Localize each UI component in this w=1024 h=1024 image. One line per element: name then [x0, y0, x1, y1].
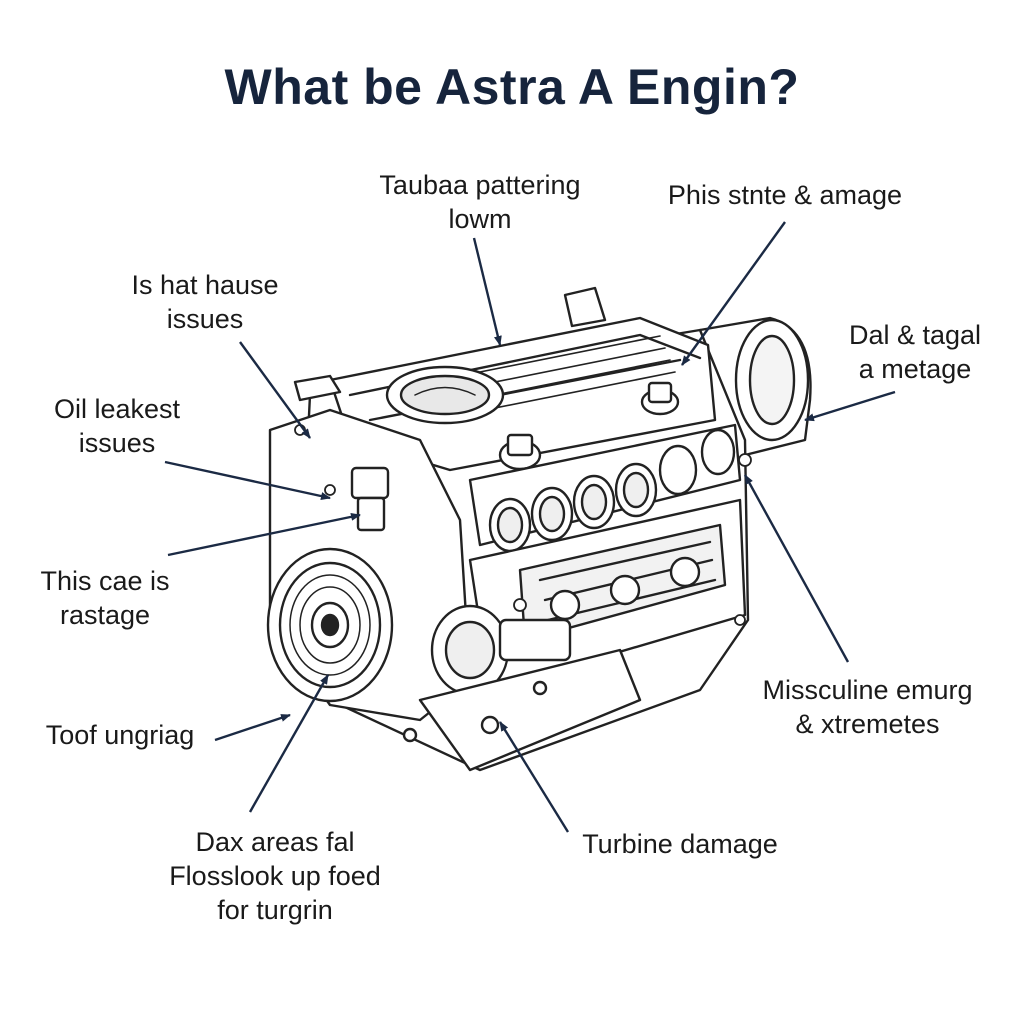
- arrow-left-upper: [239, 341, 311, 439]
- engine-illustration: [266, 286, 812, 772]
- spark-towers: [498, 381, 680, 471]
- label-right-lower: Missculine emurg & xtremetes: [725, 673, 1010, 741]
- label-line: issues: [166, 304, 244, 334]
- label-line: Dal & tagal: [848, 320, 982, 350]
- label-left-lower: Toof ungriag: [20, 718, 220, 752]
- label-bottom-right: Turbine damage: [555, 827, 805, 861]
- arrow-oil-leak: [164, 460, 331, 500]
- label-top-center: Taubaa pattering lowm: [330, 168, 630, 236]
- label-line: for turgrin: [217, 895, 333, 925]
- top-bracket-left: [293, 374, 342, 402]
- label-line: a metage: [858, 354, 972, 384]
- arrow-left-middle: [167, 512, 361, 557]
- oil-pan: [418, 648, 642, 772]
- arrow-right-upper: [804, 390, 896, 422]
- label-top-right: Phis stnte & amage: [640, 178, 930, 212]
- label-line: lowm: [448, 204, 512, 234]
- label-line: Phis stnte & amage: [667, 180, 903, 210]
- label-bottom-left: Dax areas fal Flosslook up foed for turg…: [140, 825, 410, 927]
- label-line: & xtremetes: [795, 709, 940, 739]
- arrow-bottom-left: [248, 674, 330, 813]
- arrow-top-center: [472, 237, 502, 346]
- label-line: Is hat hause: [131, 270, 279, 300]
- arrow-top-right: [681, 221, 786, 366]
- label-line: Turbine damage: [582, 829, 778, 859]
- arrow-left-lower: [214, 713, 291, 742]
- oil-filler: [385, 365, 505, 425]
- label-line: Missculine emurg: [762, 675, 973, 705]
- label-line: Dax areas fal: [195, 827, 355, 857]
- arrow-right-lower: [743, 474, 850, 663]
- callout-arrows: [164, 221, 896, 833]
- label-line: rastage: [59, 600, 151, 630]
- arrow-bottom-right: [498, 721, 570, 833]
- label-line: Flosslook up foed: [169, 861, 381, 891]
- label-left-middle: This cae is rastage: [10, 564, 200, 632]
- crank-pulley: [266, 547, 394, 703]
- label-right-upper: Dal & tagal a metage: [820, 318, 1010, 386]
- label-line: issues: [78, 428, 156, 458]
- label-left-upper: Is hat hause issues: [95, 268, 315, 336]
- diagram-title: What be Astra A Engin?: [224, 59, 800, 115]
- sensor-housing: [350, 466, 390, 500]
- label-line: Oil leakest: [53, 394, 181, 424]
- water-pump: [430, 604, 572, 696]
- label-line: Taubaa pattering: [379, 170, 581, 200]
- label-line: This cae is: [40, 566, 170, 596]
- label-oil-leak: Oil leakest issues: [22, 392, 212, 460]
- intake-ports: [488, 428, 736, 553]
- label-line: Toof ungriag: [45, 720, 195, 750]
- top-bracket-right: [563, 286, 607, 328]
